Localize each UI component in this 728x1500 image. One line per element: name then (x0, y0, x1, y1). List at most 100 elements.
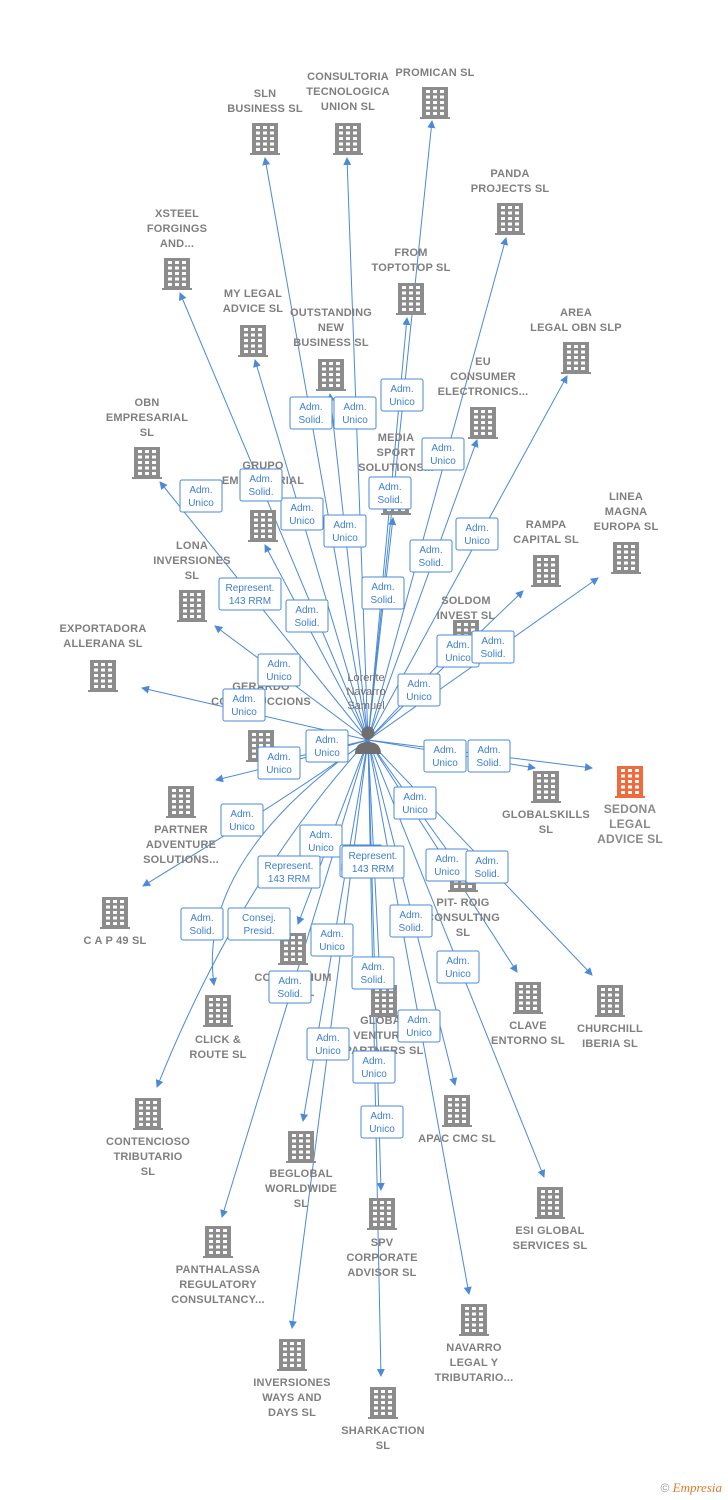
edge-click (209, 739, 369, 986)
relation-label-line: Adm. (465, 523, 488, 534)
relation-label: Consej.Presid. (227, 907, 291, 941)
company-label-line: CONSUMER (450, 371, 516, 383)
relation-label-line: Unico (188, 498, 214, 509)
relation-label-line: Solid. (476, 758, 501, 769)
relation-label: Adm.Solid. (289, 396, 333, 430)
relation-label-line: Adm. (189, 485, 212, 496)
relation-label-line: Adm. (481, 636, 504, 647)
building-icon (369, 985, 399, 1017)
edge-sln (262, 157, 369, 741)
company-node-apac[interactable]: APAC CMC SL (418, 1095, 496, 1145)
building-icon (531, 771, 561, 803)
relation-label-line: Adm. (435, 854, 458, 865)
relation-label-line: Unico (266, 765, 292, 776)
company-label-line: CONSULTING (426, 912, 500, 924)
building-icon (367, 1198, 397, 1230)
relation-label-line: Unico (389, 397, 415, 408)
company-node-panthalassa[interactable]: PANTHALASSAREGULATORYCONSULTANCY... (171, 1226, 265, 1306)
center-label-line: Lorente (347, 672, 384, 684)
relation-label: Adm.Solid. (239, 468, 283, 502)
relation-label: Adm.Unico (436, 634, 480, 668)
company-label-line: IBERIA SL (582, 1038, 638, 1050)
relation-label-line: Unico (315, 1046, 341, 1057)
company-label-line: SOLDOM (441, 595, 490, 607)
company-label-line: PROJECTS SL (471, 183, 550, 195)
company-label-line: NEW (318, 322, 345, 334)
relation-label-line: Unico (434, 867, 460, 878)
relation-label: Adm.Unico (393, 786, 437, 820)
company-label-line: PANDA (490, 168, 529, 180)
company-label-line: TECNOLOGICA (306, 86, 389, 98)
relation-label: Adm.Unico (360, 1105, 404, 1139)
company-label-line: SL (456, 927, 471, 939)
building-icon (316, 359, 346, 391)
building-icon (468, 407, 498, 439)
brand-logo: Empresia (672, 1480, 722, 1495)
company-node-promican[interactable]: PROMICAN SL (395, 67, 474, 119)
relation-label-line: Adm. (431, 443, 454, 454)
company-label-line: OBN (134, 397, 159, 409)
relation-label: Adm.Solid. (268, 970, 312, 1004)
relation-label-line: Unico (430, 456, 456, 467)
company-label-line: CONTENCIOSO (106, 1136, 190, 1148)
relation-label: Adm.Solid. (409, 539, 453, 573)
company-label-line: TRIBUTARIO... (435, 1372, 514, 1384)
company-label-line: DAYS SL (268, 1407, 316, 1419)
company-label-line: PIT- ROIG (436, 897, 489, 909)
relation-label: Adm.Unico (306, 1027, 350, 1061)
relation-label-line: Adm. (390, 384, 413, 395)
building-icon (333, 123, 363, 155)
company-label-line: EUROPA SL (594, 521, 659, 533)
company-node-panda[interactable]: PANDA PROJECTS SL (471, 168, 550, 235)
company-node-eu[interactable]: EUCONSUMERELECTRONICS... (438, 356, 529, 439)
company-node-xsteel[interactable]: XSTEELFORGINGSAND... (147, 208, 207, 290)
relation-label-line: Unico (266, 672, 292, 683)
company-node-linea[interactable]: LINEA MAGNA EUROPA SL (594, 491, 659, 574)
company-node-cap49[interactable]: C A P 49 SL (84, 897, 147, 947)
relation-label: Adm.Solid. (467, 739, 511, 773)
company-label-line: LINEA (609, 491, 643, 503)
building-icon (459, 1304, 489, 1336)
company-label-line: CONSULTANCY... (171, 1294, 264, 1306)
building-icon (535, 1187, 565, 1219)
relation-label: Adm.Unico (423, 739, 467, 773)
company-label-line: TRIBUTARIO (113, 1151, 182, 1163)
relation-label-line: Solid. (298, 415, 323, 426)
copyright-symbol: © (660, 1481, 670, 1495)
company-node-partner[interactable]: PARTNERADVENTURESOLUTIONS... (143, 786, 219, 866)
relation-label-line: Adm. (361, 962, 384, 973)
company-label-line: MAGNA (605, 506, 648, 518)
relation-label-line: Solid. (398, 923, 423, 934)
company-node-click[interactable]: CLICK &ROUTE SL (189, 995, 246, 1061)
relation-label-line: Adm. (371, 582, 394, 593)
relation-label-line: Solid. (418, 558, 443, 569)
relation-label-line: Adm. (407, 679, 430, 690)
relation-label-line: Adm. (378, 482, 401, 493)
center-person[interactable]: Lorente Navarro Samuel (346, 672, 386, 754)
relation-label-line: Solid. (294, 618, 319, 629)
company-label-line: CAPITAL SL (513, 534, 579, 546)
building-icon (203, 1226, 233, 1258)
relation-label-line: Adm. (343, 402, 366, 413)
